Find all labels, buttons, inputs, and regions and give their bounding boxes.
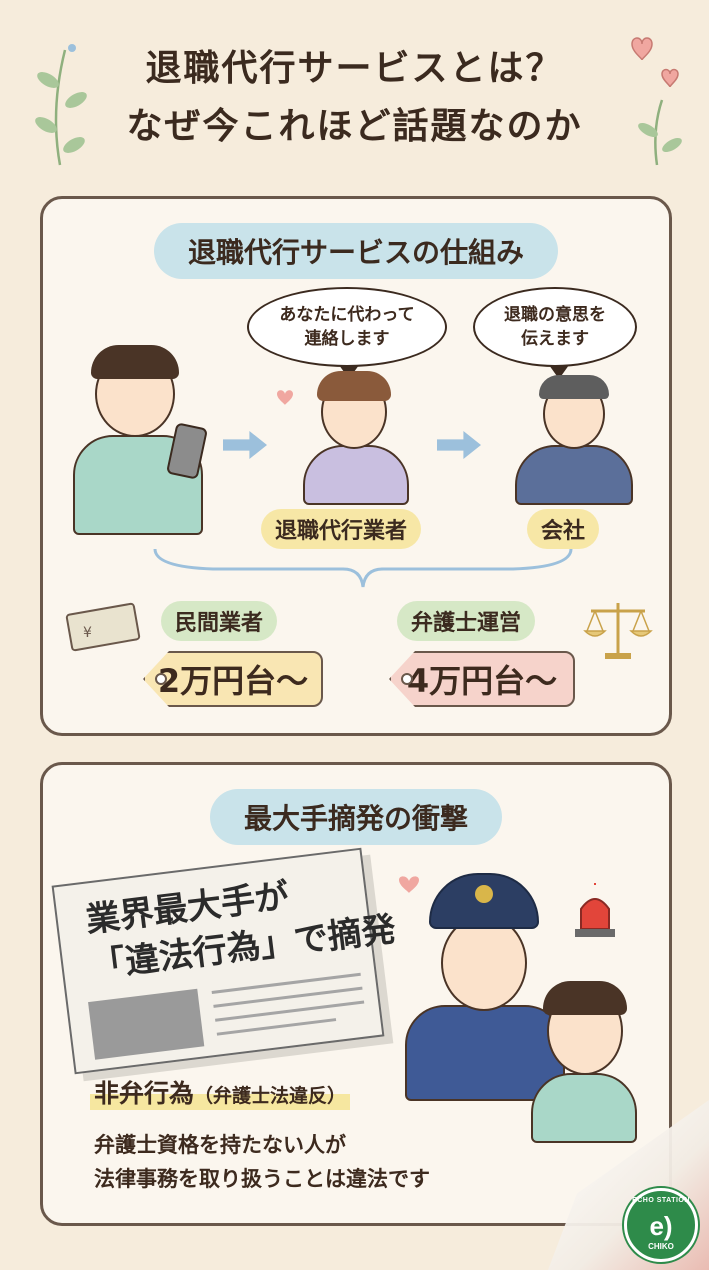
agent-bubble-line-2: 連絡します	[304, 329, 390, 349]
price-tag-lawyer: 4万円台〜	[389, 651, 575, 707]
newspaper-photo	[88, 988, 205, 1060]
label-agent: 退職代行業者	[261, 509, 422, 549]
money-bill-icon: ¥	[65, 602, 141, 652]
heart-icon	[399, 876, 419, 893]
desc-line-2: 法律事務を取り扱うことは違法です	[94, 1167, 430, 1191]
desc-line-1: 弁護士資格を持たない人が	[94, 1133, 346, 1157]
worried-person-illustration	[531, 973, 641, 1143]
agent-illustration	[277, 367, 415, 507]
tag-hole	[155, 673, 167, 685]
company-body	[515, 445, 633, 505]
leaf-branch-left-icon	[35, 44, 87, 166]
tag-hole	[401, 673, 413, 685]
price-tag-private: 2万円台〜	[143, 651, 323, 707]
logo-bottom-text: CHIKO	[648, 1242, 674, 1251]
title-line-1: 退職代行サービスとは？	[145, 48, 564, 89]
price-lawyer: 4万円台〜	[406, 662, 558, 700]
newspaper-headline: 業界最大手が 「違法行為」で摘発	[83, 861, 398, 990]
echo-station-logo: ECHO STATION e) CHIKO	[624, 1188, 698, 1262]
violation-sub: （弁護士法違反）	[194, 1085, 347, 1107]
violation-title: 非弁行為（弁護士法違反）	[90, 1074, 351, 1110]
crackdown-heading: 最大手摘発の衝撃	[209, 789, 503, 845]
police-badge-icon	[475, 885, 493, 903]
company-bubble-line-2: 伝えます	[521, 329, 589, 349]
agent-speech-bubble: あなたに代わって 連絡します	[247, 287, 447, 379]
violation-description: 弁護士資格を持たない人が 法律事務を取り扱うことは違法です	[94, 1128, 430, 1196]
user-hair	[91, 345, 179, 379]
label-lawyer-operated: 弁護士運営	[397, 601, 536, 641]
worried-person-body	[531, 1073, 637, 1143]
curly-brace-icon	[153, 548, 573, 588]
agent-hair	[317, 371, 391, 401]
label-company: 会社	[527, 509, 600, 549]
scales-of-justice-icon	[583, 603, 653, 659]
user-with-phone-illustration	[67, 339, 217, 539]
arrow-right-icon	[437, 431, 481, 459]
arrow-right-icon	[223, 431, 267, 459]
company-hair	[539, 375, 609, 399]
agent-body	[303, 445, 409, 505]
officer-head	[441, 915, 527, 1011]
company-speech-bubble: 退職の意思を 伝えます	[473, 287, 637, 379]
mechanism-heading: 退職代行サービスの仕組み	[153, 223, 559, 279]
title-line-2: なぜ今これほど話題なのか	[126, 106, 583, 147]
logo-top-text: ECHO STATION	[632, 1197, 690, 1204]
violation-main: 非弁行為	[94, 1079, 195, 1108]
price-private: 2万円台〜	[157, 662, 309, 700]
worried-person-hair	[543, 981, 627, 1015]
label-private-operator: 民間業者	[161, 601, 278, 641]
newspaper-text-line	[216, 1018, 337, 1036]
heart-icon	[277, 390, 293, 405]
company-illustration	[509, 371, 639, 507]
logo-mark: e)	[649, 1211, 673, 1241]
money-symbol: ¥	[83, 625, 92, 641]
agent-bubble-line-1: あなたに代わって	[279, 305, 415, 325]
newspaper: 業界最大手が 「違法行為」で摘発	[51, 847, 398, 1075]
company-bubble-line-1: 退職の意思を	[504, 305, 606, 325]
mechanism-card: 退職代行サービスの仕組み あなたに代わって 連絡します 退職の意思を 伝えます	[40, 196, 672, 736]
hearts-and-leaves-right-icon	[631, 37, 682, 166]
page-title: 退職代行サービスとは？ なぜ今これほど話題なのか	[0, 40, 709, 156]
siren-light-icon	[575, 883, 615, 937]
